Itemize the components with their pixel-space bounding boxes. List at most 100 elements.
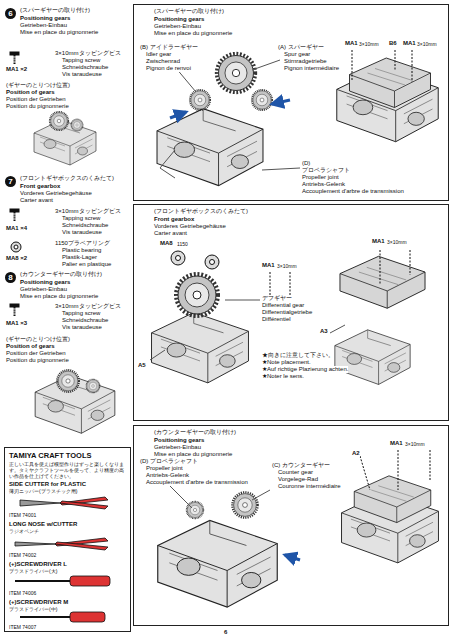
tool-text: LONG NOSE w/CUTTER [9, 521, 77, 528]
step-heading: Mise en place du pignonnerie [154, 30, 232, 37]
label-text: プロペラシャフト [302, 167, 350, 174]
label-text: (ギヤーのとりつけ位置) [6, 336, 70, 343]
label-text: Schneidschraube [62, 222, 108, 229]
label-text: (C) カウンターギヤー [272, 462, 330, 469]
label-text: Differentialgetriebe [262, 309, 312, 316]
label-text: Couronne intermédiaire [278, 483, 341, 490]
step-heading: Positioning gears [154, 437, 204, 444]
label-text: 3×10mmタッピングビス [55, 50, 121, 57]
label-text: ★向きに注意して下さい。 [262, 352, 334, 359]
tool-text: SIDE CUTTER for PLASTIC [9, 481, 86, 488]
tool-text: ITEM 74001 [9, 512, 36, 518]
label-text: 3×10mm [405, 441, 425, 447]
step-heading: Carter avant [154, 230, 187, 237]
step-panel: 6(スパーギヤーの取り付け)Positioning gearsGetrieben… [133, 4, 449, 201]
tool-text: ITEM 74006 [9, 590, 36, 596]
label-text: Vorderes Getriebegehäuse [20, 190, 92, 197]
label-text: B6 [389, 40, 397, 47]
label-text: MA1 [390, 440, 403, 447]
step-number: 7 [138, 209, 149, 220]
label-text: 3×10mm [387, 239, 407, 245]
label-text: (B) アイドラーギヤー [140, 44, 198, 51]
label-text: Position du pignonnerie [6, 103, 69, 110]
label-text: (フロントギヤボックスのくみたて) [20, 175, 114, 182]
label-text: ★Note placement. [262, 359, 311, 366]
label-text: A2 [352, 450, 360, 457]
label-text: 1150プラベアリング [55, 240, 110, 247]
tool-text: (+)SCREWDRIVER L [9, 561, 67, 568]
tools-box: TAMIYA CRAFT TOOLS正しい工具を使えば模型作りはずっと楽しくなり… [4, 447, 131, 632]
label-text: 3×10mm [359, 41, 379, 47]
label-text: Propeller joint [302, 174, 339, 181]
label-text: ★Noter le sens. [262, 373, 304, 380]
label-text: Positioning gears [20, 279, 70, 286]
label-text: 3×10mmタッピングビス [55, 208, 121, 215]
label-text: A5 [138, 362, 146, 369]
label-text: MA8 [160, 240, 173, 247]
label-text: Position der Getrieben [6, 350, 66, 357]
label-text: Stirnradgetriebe [284, 58, 327, 65]
label-text: (D) [302, 160, 310, 167]
label-text: Mise en place du pignonnerie [20, 29, 98, 36]
step-number: 8 [5, 272, 16, 283]
label-text: (スパーギヤーの取り付け) [20, 7, 90, 14]
label-text: MA1 [345, 40, 358, 47]
label-text: デフギヤー [262, 295, 292, 302]
label-text: Getrieben-Einbau [20, 22, 67, 29]
label-text: ★Auf richtige Plazierung achten. [262, 366, 348, 373]
label-text: (カウンターギヤーの取り付け) [20, 271, 102, 278]
tool-text: プラスドライバー(大) [9, 568, 57, 574]
label-text: 3×10mm [417, 41, 437, 47]
label-text: MA1 [372, 238, 385, 245]
label-text: 3×10mmタッピングビス [55, 303, 121, 310]
step-heading: (フロントギヤボックスのくみたて) [154, 208, 248, 215]
step-number: 6 [138, 9, 149, 20]
tool-text: ITEM 74007 [9, 624, 36, 630]
label-text: Position of gears [6, 89, 55, 96]
label-text: MA1 [403, 40, 416, 47]
tool-text: ITEM 74002 [9, 552, 36, 558]
step-heading: Getrieben-Einbau [154, 23, 201, 30]
label-text: Positioning gears [20, 15, 70, 22]
step-number: 6 [5, 8, 16, 19]
label-text: 1150 [177, 241, 188, 247]
label-text: MA1 ×3 [6, 320, 27, 327]
label-text: Position du pignonnerie [6, 357, 69, 364]
label-text: MA1 [262, 262, 275, 269]
label-text: MA8 ×2 [6, 255, 27, 262]
tool-text: プラスドライバー(中) [9, 606, 57, 612]
label-text: Pignon intermédiaire [284, 65, 339, 72]
label-text: Getrieben-Einbau [20, 286, 67, 293]
label-text: Vis taraudeuse [62, 71, 102, 78]
label-text: MA1 ×4 [6, 225, 27, 232]
label-text: MA1 ×2 [6, 66, 27, 73]
label-text: (D) プロペラシャフト [140, 458, 198, 465]
label-text: Pignon de renvoi [146, 65, 191, 72]
label-text: Differential gear [262, 302, 304, 309]
label-text: Plastik-Lager [62, 254, 97, 261]
label-text: Différentiel [262, 316, 291, 323]
label-text: Accouplement d'arbre de transmission [146, 479, 248, 486]
tool-text: ラジオペンチ [9, 528, 39, 534]
label-text: Position of gears [6, 343, 55, 350]
label-text: (A) スパーギヤー [278, 44, 324, 51]
step-number: 8 [138, 430, 149, 441]
label-text: Vis taraudeuse [62, 324, 102, 331]
step-heading: Mise en place du pignonnerie [154, 451, 232, 458]
label-text: Antriebs-Gelenk [302, 181, 345, 188]
label-text: Schneidschraube [62, 64, 108, 71]
step-heading: (カウンターギヤーの取り付け) [154, 429, 236, 436]
label-text: Tapping screw [62, 215, 100, 222]
label-text: Zwischenrad [146, 58, 180, 65]
label-text: Schneidschraube [62, 317, 108, 324]
label-text: Carter avant [20, 197, 53, 204]
label-text: Tapping screw [62, 310, 100, 317]
label-text: Vorgelege-Rad [278, 476, 318, 483]
label-text: Palier en plastique [62, 261, 111, 268]
label-text: Tapping screw [62, 57, 100, 64]
step-heading: Getrieben-Einbau [154, 444, 201, 451]
step-heading: Positioning gears [154, 16, 204, 23]
label-text: Idler gear [146, 51, 171, 58]
label-text: A3 [320, 328, 328, 335]
label-text: Antriebs-Gelenk [146, 472, 189, 479]
